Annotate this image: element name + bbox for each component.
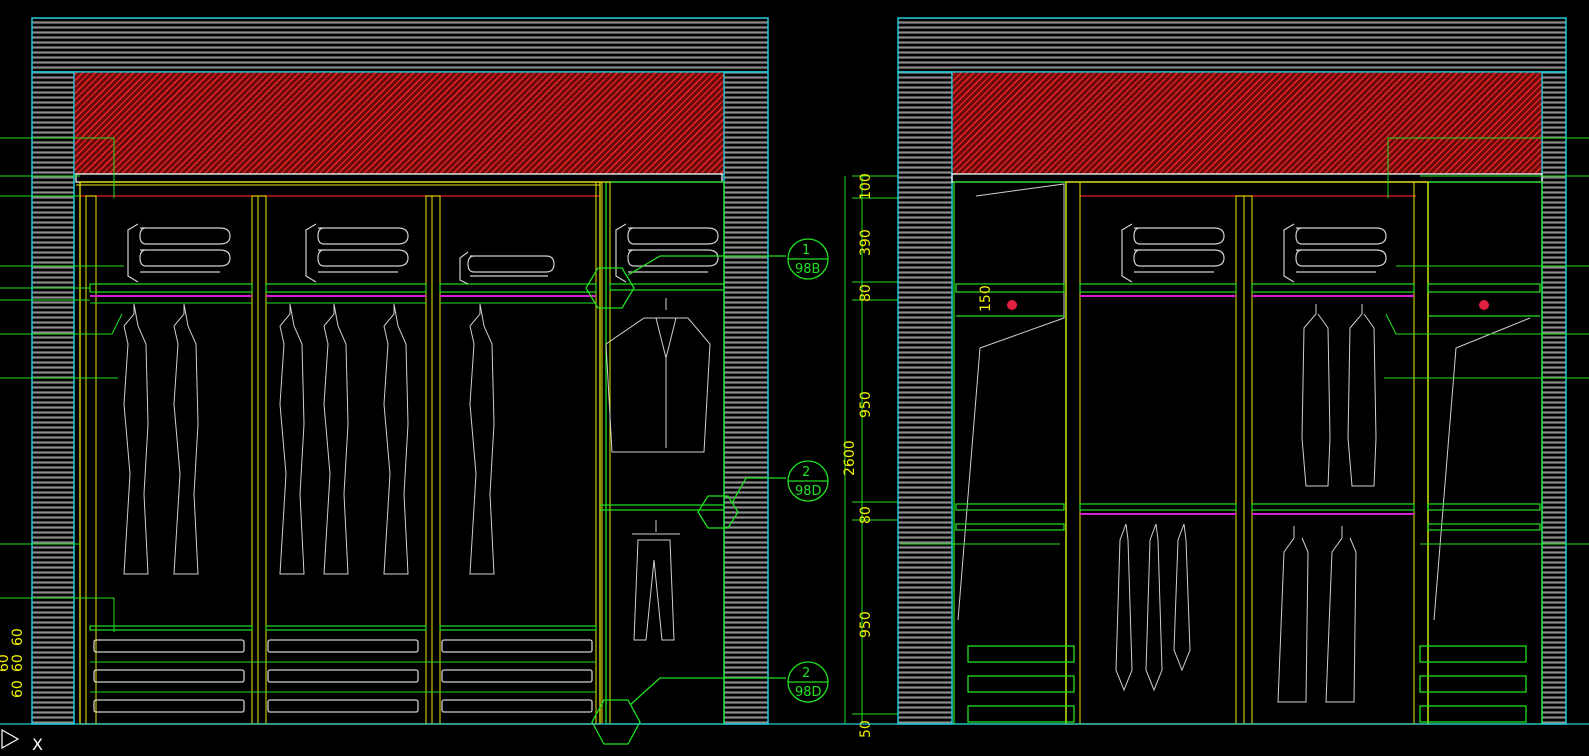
right-center-cabinet <box>1065 181 1429 725</box>
dim-seg-4: 950 <box>858 391 874 418</box>
left-dim-60-c: 60 <box>10 680 26 698</box>
left-jacket <box>605 298 711 453</box>
left-wall-top <box>31 17 769 73</box>
left-partitions <box>85 181 611 725</box>
left-top-plate <box>75 173 723 183</box>
dimension-labels: 2600 100 390 80 950 80 950 50 <box>842 173 874 738</box>
dim-seg-5: 80 <box>858 506 874 524</box>
callout-3-number: 2 <box>802 666 810 681</box>
left-small-dimensions: 60 60 60 60 <box>0 628 26 698</box>
dim-seg-7: 50 <box>858 720 874 738</box>
left-dim-60-d: 60 <box>0 654 12 672</box>
left-open-cabinet <box>605 181 725 725</box>
callout-2-sheet: 98D <box>795 484 822 499</box>
left-drawers <box>93 639 593 713</box>
right-soffit <box>951 71 1543 175</box>
callout-1-number: 1 <box>802 243 810 258</box>
callout-2-number: 2 <box>802 465 810 480</box>
detail-callout-labels: 1 98B 2 98D 2 98D <box>795 243 822 700</box>
detail-callouts <box>585 238 829 745</box>
left-folded-linens <box>127 223 719 285</box>
left-dim-60-a: 60 <box>10 628 26 646</box>
left-hanging-garments <box>123 303 495 575</box>
left-dim-60-b: 60 <box>10 654 26 672</box>
right-wall-top <box>897 17 1567 73</box>
left-wall-left <box>31 71 75 725</box>
dim-seg-3: 80 <box>858 284 874 302</box>
right-left-corner-cabinet <box>953 181 1067 725</box>
ucs-arrow-icon <box>1 728 20 750</box>
right-elevation <box>897 17 1567 725</box>
ucs-axis-label: X <box>32 735 43 754</box>
dim-seg-6: 950 <box>858 611 874 638</box>
left-soffit <box>73 71 725 175</box>
left-leader-lines <box>0 137 124 632</box>
clothes-hanger-icon <box>123 303 149 575</box>
right-right-corner-cabinet <box>1427 181 1543 725</box>
dim-seg-2: 390 <box>858 229 874 256</box>
shelf-height-label: 150 <box>978 285 994 312</box>
right-wall-right <box>1541 71 1567 725</box>
left-trousers <box>632 520 680 641</box>
section-hexagon-icon <box>585 267 635 309</box>
left-cabinet-frame <box>79 181 601 725</box>
dim-seg-1: 100 <box>858 173 874 200</box>
dim-total: 2600 <box>842 440 858 476</box>
callout-1-sheet: 98B <box>795 262 820 277</box>
right-wall-left <box>897 71 953 725</box>
left-elevation <box>31 17 769 725</box>
right-drawers <box>967 645 1527 723</box>
callout-3-sheet: 98D <box>795 685 822 700</box>
left-wall-right <box>723 71 769 725</box>
vertical-dimension-chain <box>844 175 900 725</box>
right-ties <box>1115 523 1191 692</box>
left-shelves <box>89 283 725 631</box>
knob-icon <box>1007 300 1017 310</box>
